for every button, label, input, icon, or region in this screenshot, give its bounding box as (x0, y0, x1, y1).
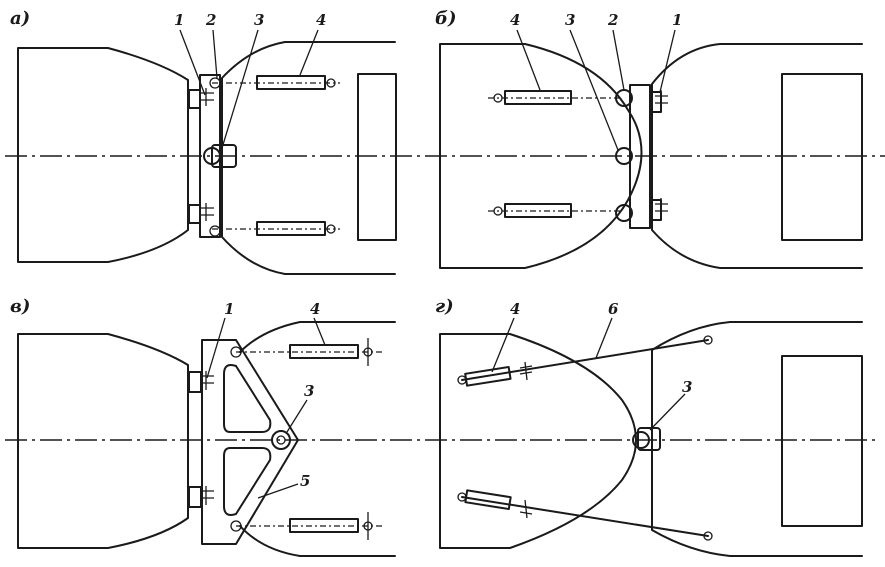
panel-d-cylinder-lower (464, 489, 512, 511)
panel-d-cylinder-lower-end (457, 492, 467, 502)
panel-a-callout-3: 3 (254, 11, 264, 29)
panel-c-frame-cutout-lower (223, 447, 272, 516)
panel-b-callout-1: 1 (672, 11, 682, 29)
panel-a-pivot-2-lower (209, 225, 221, 237)
panel-d-cabin-window (781, 355, 863, 527)
panel-b-callout-3: 3 (565, 11, 575, 29)
panel-a-left-section (17, 47, 189, 263)
panel-c: в) 1 4 3 5 (5, 296, 420, 557)
panel-d-rod-lower-end (703, 531, 713, 541)
panel-d-rod-upper (461, 339, 709, 381)
panel-b-callout-4: 4 (510, 11, 520, 29)
panel-a-lock-upper-icon (200, 88, 214, 106)
panel-a-pivot-2 (209, 77, 221, 89)
panel-b: б) 4 3 2 1 (425, 8, 885, 269)
panel-b-cylinder-upper-end (493, 93, 503, 103)
panel-a: a) 1 2 3 4 (5, 8, 420, 275)
panel-c-cylinder-upper (289, 344, 359, 359)
panel-c-label: в) (10, 296, 30, 317)
panel-c-lock-lower-icon (200, 486, 214, 505)
panel-d-right-section (651, 321, 863, 557)
panel-b-lock-upper-icon (655, 90, 668, 110)
panel-c-right-section (239, 321, 396, 557)
panel-a-callout-4: 4 (316, 11, 326, 29)
panel-b-pivot-lower (615, 204, 633, 222)
panel-d-lock-upper-icon (519, 361, 533, 381)
panel-a-cylinder-lower-end (326, 224, 336, 234)
panel-b-cylinder-lower-end (493, 206, 503, 216)
panel-b-label: б) (435, 8, 457, 29)
panel-a-hitch-upper (188, 89, 201, 109)
panel-c-frame-cutout-upper (223, 364, 272, 433)
panel-c-callout-1: 1 (224, 300, 234, 318)
panel-c-cylinder-lower (289, 518, 359, 533)
panel-c-callout-5: 5 (300, 472, 310, 490)
panel-d-callout-6: 6 (608, 300, 619, 318)
panel-b-cylinder-lower (504, 203, 572, 218)
panel-c-callout-4: 4 (310, 300, 320, 318)
panel-b-right-section (651, 43, 863, 269)
panel-a-callout-1: 1 (174, 11, 184, 29)
panel-a-cylinder-upper (256, 75, 326, 90)
panel-c-hitch-lower (188, 486, 202, 508)
panel-c-hitch-upper (188, 371, 202, 393)
panel-a-hitch-lower (188, 204, 201, 224)
panel-d-lock-lower-icon (519, 499, 533, 519)
panel-d-left-section (439, 333, 637, 549)
panel-d-callout-3: 3 (682, 378, 692, 396)
panel-b-cylinder-upper (504, 90, 572, 105)
panel-d: г) 4 6 3 (425, 296, 880, 557)
panel-a-cabin-window (357, 73, 397, 241)
panel-b-callout-2: 2 (607, 11, 618, 29)
panel-a-cylinder-upper-end (326, 78, 336, 88)
panel-d-callout-4: 4 (510, 300, 520, 318)
panel-a-callout-2: 2 (205, 11, 216, 29)
panel-a-right-section (221, 41, 396, 275)
panel-d-label: г) (435, 296, 454, 317)
panel-c-callout-3: 3 (304, 382, 314, 400)
panel-b-lock-lower-icon (655, 198, 668, 218)
panel-b-cabin-window (781, 73, 863, 241)
panel-d-cylinder-upper-end (457, 375, 467, 385)
panel-d-rod-lower (461, 496, 709, 537)
panel-d-rod-upper-end (703, 335, 713, 345)
panel-a-cylinder-lower (256, 221, 326, 236)
panel-c-coupling-frame (201, 339, 299, 545)
panel-a-label: a) (10, 8, 30, 29)
panel-d-center-block (637, 427, 661, 451)
panel-c-left-section (17, 333, 189, 549)
panel-a-lock-lower-icon (200, 203, 214, 221)
